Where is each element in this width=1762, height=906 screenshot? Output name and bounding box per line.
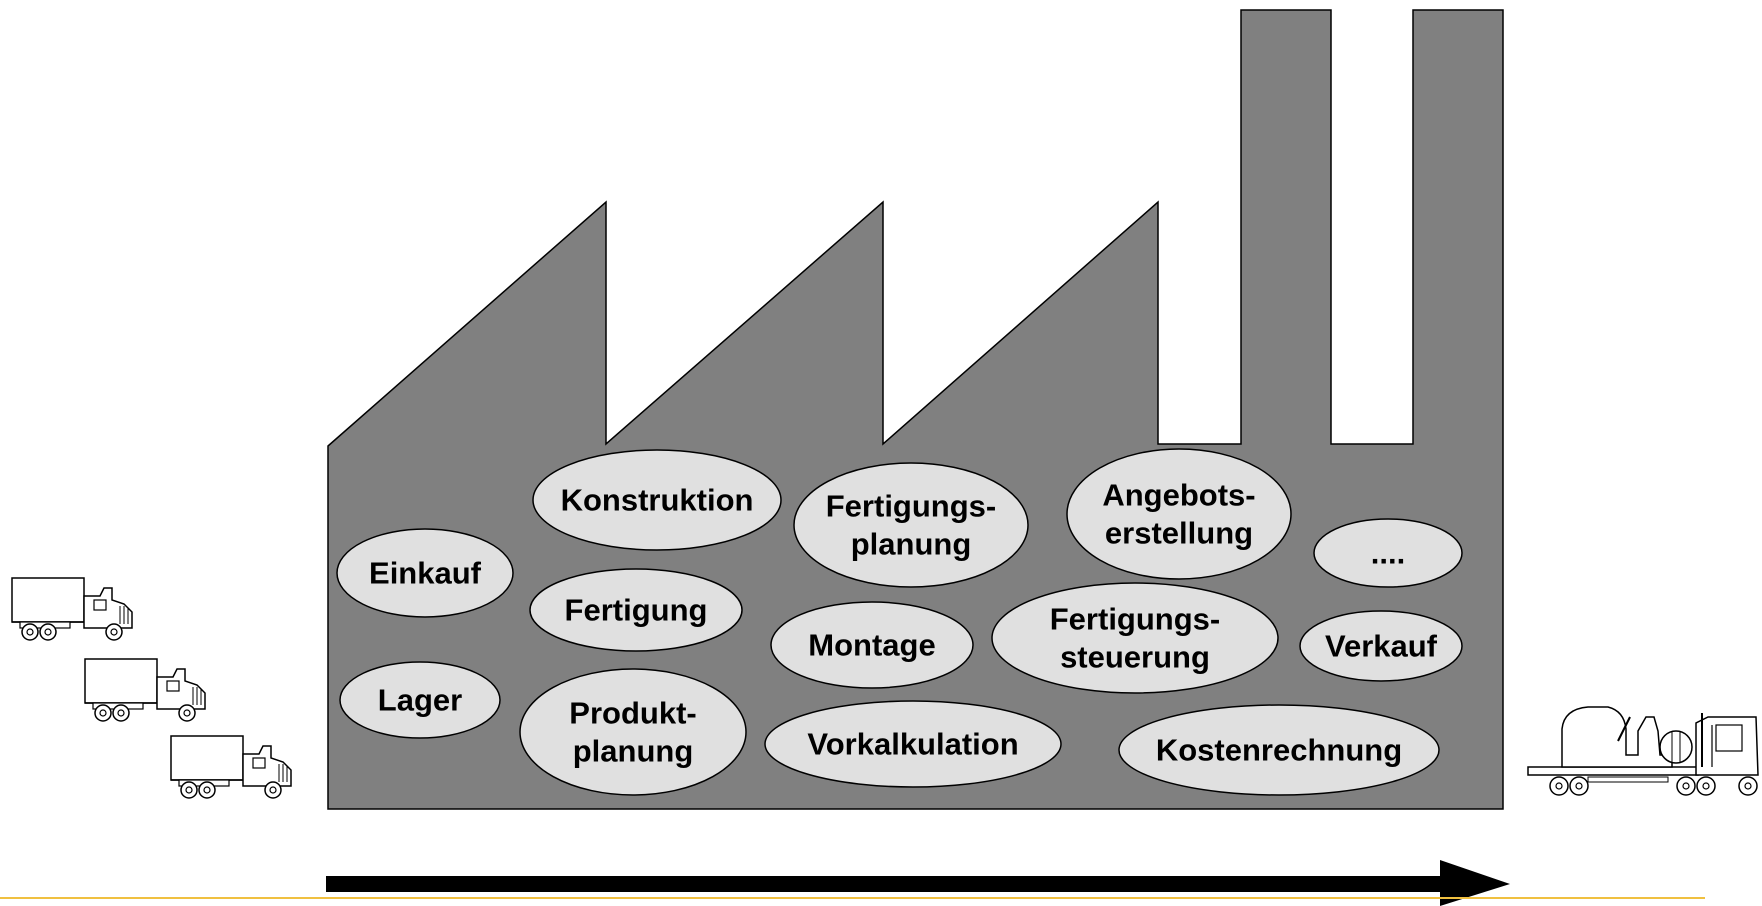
department-label: Fertigung: [565, 593, 708, 628]
department-label: Vorkalkulation: [807, 727, 1018, 762]
department-label: Fertigungs-: [826, 489, 997, 524]
department-bubble: [991, 582, 1279, 694]
department-label: Verkauf: [1325, 629, 1438, 664]
factory-building: [327, 9, 1504, 810]
department-label: planung: [573, 734, 694, 769]
department-label: Konstruktion: [561, 483, 754, 518]
department-bubble: [793, 462, 1029, 588]
department-label: Produkt-: [569, 696, 696, 731]
department-bubble: [532, 449, 782, 551]
department-vorkalkulation: Vorkalkulation: [764, 700, 1062, 788]
department-bubble: [519, 668, 747, 796]
department-label: erstellung: [1105, 516, 1253, 551]
department-kostenrechnung: Kostenrechnung: [1118, 704, 1440, 796]
incoming-trucks: [11, 577, 292, 799]
process-flow-arrow: [326, 860, 1510, 906]
department-fertigungssteuerung: Fertigungs-steuerung: [991, 582, 1279, 694]
department-label: planung: [851, 527, 972, 562]
department-bubble: [770, 601, 974, 689]
department-fertigungsplanung: Fertigungs-planung: [793, 462, 1029, 588]
department-label: steuerung: [1060, 640, 1210, 675]
department-angebotserstellung: Angebots-erstellung: [1066, 448, 1292, 580]
delivery-truck-icon: [84, 658, 206, 722]
flatbed-truck-with-road-roller-icon: [1527, 706, 1759, 796]
delivery-truck-icon: [11, 577, 133, 641]
department-konstruktion: Konstruktion: [532, 449, 782, 551]
department-label: Kostenrechnung: [1156, 733, 1402, 768]
department-bubble: [1118, 704, 1440, 796]
department-fertigung: Fertigung: [529, 568, 743, 652]
department-bubble: [529, 568, 743, 652]
department-lager: Lager: [339, 661, 501, 739]
department-label: Einkauf: [369, 556, 482, 591]
department-more: ....: [1313, 518, 1463, 588]
department-bubble: [764, 700, 1062, 788]
department-label: Angebots-: [1102, 478, 1255, 513]
department-label: Montage: [808, 628, 935, 663]
department-bubble: [1313, 518, 1463, 588]
department-label: Lager: [378, 683, 462, 718]
department-verkauf: Verkauf: [1299, 610, 1463, 682]
department-bubble: [339, 661, 501, 739]
department-bubble: [1299, 610, 1463, 682]
department-montage: Montage: [770, 601, 974, 689]
department-produktplanung: Produkt-planung: [519, 668, 747, 796]
department-bubble: [1066, 448, 1292, 580]
department-label: Fertigungs-: [1050, 602, 1221, 637]
delivery-truck-icon: [170, 735, 292, 799]
department-einkauf: Einkauf: [336, 528, 514, 618]
department-bubble: [336, 528, 514, 618]
department-label: ....: [1371, 536, 1405, 571]
